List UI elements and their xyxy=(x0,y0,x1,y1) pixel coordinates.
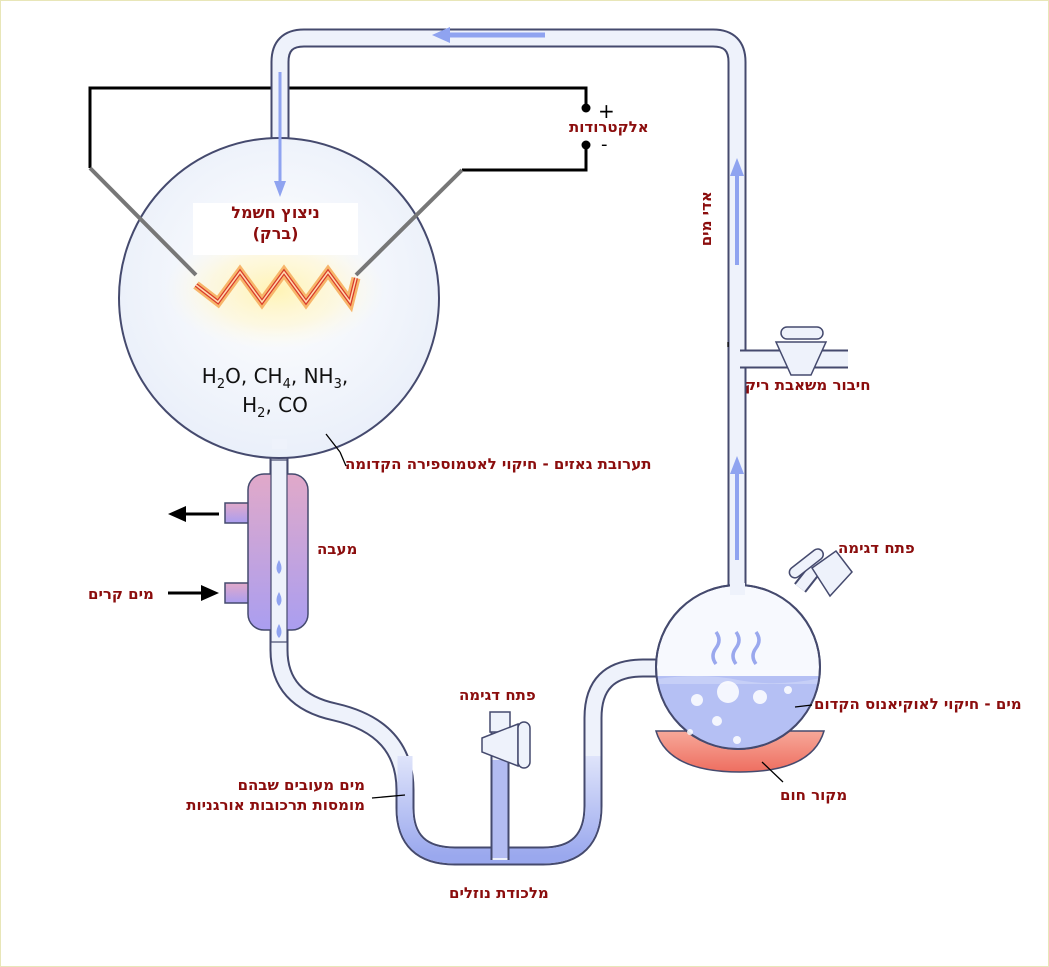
vacuum-pump-label: חיבור משאבת ריק xyxy=(745,376,871,394)
gas-formula-line2: H2, CO xyxy=(242,393,308,422)
heater-bowl xyxy=(654,730,826,773)
condenser xyxy=(224,459,309,643)
minus-sign: - xyxy=(601,134,608,155)
ocean-water-label: מים - חיקוי לאוקיאנוס הקדום xyxy=(814,695,1022,713)
spark-label-box: ניצוץ חשמל (ברק) xyxy=(193,203,358,255)
water-vapor-label: אדי מים xyxy=(696,191,715,247)
sampling-stopcock-flask xyxy=(788,548,853,598)
condensed-water-label: מים מעובים שבהם מומסות תרכובות אורגניות xyxy=(186,776,365,815)
sampling-port-bottom-label: פתח דגימה xyxy=(459,686,536,704)
condensed-water-line2: מומסות תרכובות אורגניות xyxy=(186,795,365,814)
gas-formula: H2O, CH4, NH3, H2, CO xyxy=(190,364,360,423)
positive-terminal xyxy=(581,103,591,113)
droplet-trap-label: מלכודת נוזלים xyxy=(449,884,549,902)
condensed-water-line1: מים מעובים שבהם xyxy=(237,776,365,794)
sampling-port-flask-label: פתח דגימה xyxy=(838,539,915,557)
plus-sign: + xyxy=(598,99,615,123)
negative-terminal xyxy=(581,140,591,150)
heat-source-label: מקור חום xyxy=(780,786,848,804)
leader-lines xyxy=(325,342,813,799)
gas-mixture-label: תערובת גאזים - חיקוי לאטמוספירה הקדומה xyxy=(345,455,652,473)
electrode-rod-left xyxy=(88,166,198,277)
condenser-label: מעבה xyxy=(317,540,358,558)
gas-formula-line1: H2O, CH4, NH3, xyxy=(201,364,349,392)
sampling-stopcock-bottom xyxy=(481,711,531,769)
water-flask xyxy=(655,583,821,750)
spark-core xyxy=(195,270,357,304)
spark-label-line2: (ברק) xyxy=(252,223,299,243)
spark-label-line1: ניצוץ חשמל xyxy=(231,203,320,222)
sphere-neck xyxy=(272,439,287,449)
electrode-wires xyxy=(88,86,588,172)
electrodes-label: אלקטרודות xyxy=(569,118,649,136)
cold-water-label: מים קרים xyxy=(88,585,154,603)
vacuum-stopcock xyxy=(774,326,828,376)
electrode-rod-right xyxy=(354,168,464,277)
